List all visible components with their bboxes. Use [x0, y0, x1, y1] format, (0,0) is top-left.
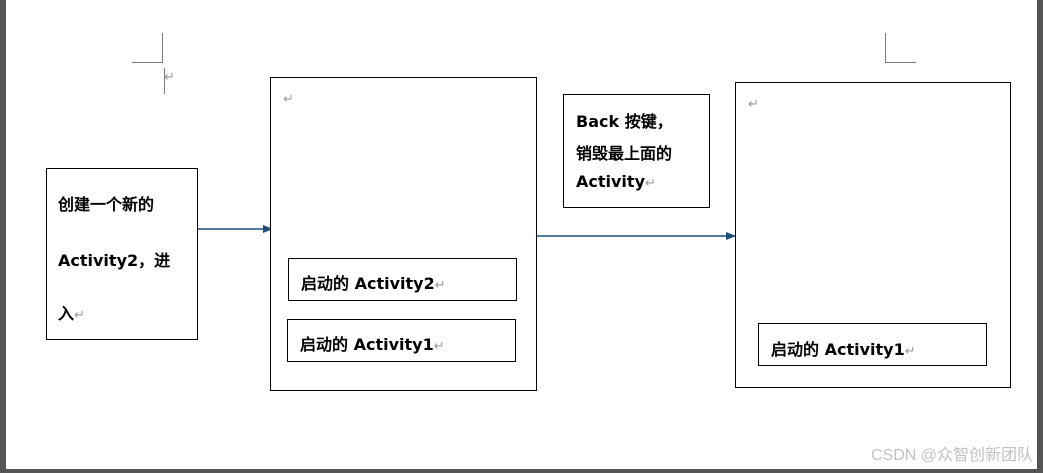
activity2-item-label: 启动的 Activity2↵	[301, 274, 446, 293]
create-text-line1: 创建一个新的	[58, 195, 155, 214]
create-text-line3: 入↵	[58, 304, 85, 323]
activity1-remaining-item-label: 启动的 Activity1↵	[771, 340, 916, 359]
create-text-line2: Activity2，进	[58, 251, 171, 270]
watermark: CSDN @众智创新团队	[870, 447, 1033, 464]
crop-mark-right-horizontal	[885, 62, 916, 63]
return-mark: ↵	[164, 70, 175, 85]
activity1-remaining-item-box: 启动的 Activity1↵	[758, 323, 987, 366]
activity1-item-box: 启动的 Activity1↵	[287, 319, 516, 362]
crop-mark-left-horizontal	[132, 62, 163, 63]
bottom-frame-edge	[0, 469, 1043, 473]
back-note-line3: Activity↵	[576, 172, 656, 191]
back-key-note-box: Back 按键， 销毁最上面的 Activity↵	[563, 94, 710, 208]
activity-stack-after-box: ↵ 启动的 Activity1↵	[735, 82, 1011, 388]
left-frame-edge	[0, 0, 6, 473]
return-mark: ↵	[283, 92, 294, 107]
text-cursor	[164, 68, 165, 94]
return-mark: ↵	[748, 97, 759, 112]
right-frame-edge	[1037, 0, 1043, 473]
back-note-line2: 销毁最上面的	[576, 144, 673, 163]
crop-mark-left-vertical	[162, 33, 163, 63]
activity1-item-label: 启动的 Activity1↵	[300, 335, 445, 354]
activity-stack-before-box: ↵ 启动的 Activity2↵ 启动的 Activity1↵	[270, 77, 537, 391]
create-activity-box: 创建一个新的 Activity2，进 入↵	[46, 168, 198, 340]
back-note-line1: Back 按键，	[576, 112, 673, 131]
activity2-item-box: 启动的 Activity2↵	[288, 258, 517, 301]
crop-mark-right-vertical	[885, 33, 886, 63]
